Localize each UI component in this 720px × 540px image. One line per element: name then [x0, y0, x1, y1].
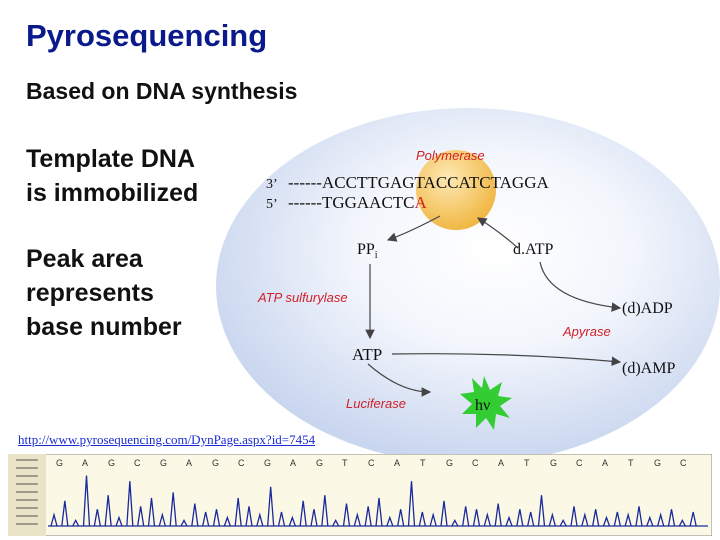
pyrogram-header-label: G — [316, 458, 323, 468]
strand-5-sequence: ------TGGAACTC — [288, 193, 415, 212]
damp-label: (d)AMP — [622, 360, 675, 377]
pyrogram-header-label: A — [290, 458, 296, 468]
pyrogram-header-label: G — [160, 458, 167, 468]
pyrogram-header-label: G — [212, 458, 219, 468]
pyrogram-header-label: G — [264, 458, 271, 468]
pyrogram-header-label: G — [108, 458, 115, 468]
pyrogram-header-label: C — [238, 458, 245, 468]
pyrogram-header-label: T — [628, 458, 634, 468]
pyrogram-header-label: C — [368, 458, 375, 468]
pyrogram-header-label: T — [420, 458, 426, 468]
pyrogram-header-label: C — [576, 458, 583, 468]
dadp-label: (d)ADP — [622, 300, 673, 317]
pyrogram-trace: GAGCGAGCGAGTCATGCATGCATGC — [8, 454, 712, 536]
pyrogram-header-label: A — [82, 458, 88, 468]
pyrogram-header-label: A — [394, 458, 400, 468]
pyrogram-header-label: G — [550, 458, 557, 468]
pyrogram-header-label: A — [186, 458, 192, 468]
pyrogram-header-label: G — [56, 458, 63, 468]
strand-5-prefix: 5’ — [266, 197, 278, 212]
strand-5-added-base: A — [415, 193, 428, 212]
pyrogram-header-label: A — [602, 458, 608, 468]
source-link[interactable]: http://www.pyrosequencing.com/DynPage.as… — [18, 432, 315, 448]
strand-3-prefix: 3’ — [266, 177, 278, 192]
apyrase-label: Apyrase — [562, 324, 611, 339]
pyrogram-header-label: T — [342, 458, 348, 468]
pyrogram-header-label: A — [498, 458, 504, 468]
strand-5-text: ------TGGAACTCA — [288, 193, 428, 212]
strand-3-sequence: ------ACCTTGAGTACCATCTAGGA — [288, 173, 549, 192]
light-label: hν — [475, 397, 490, 414]
polymerase-label: Polymerase — [416, 148, 485, 163]
pyrogram-header-label: C — [134, 458, 141, 468]
pyrogram-header-label: T — [524, 458, 530, 468]
datp-label: d.ATP — [513, 241, 554, 258]
luciferase-label: Luciferase — [346, 396, 406, 411]
pyrogram-header-label: C — [680, 458, 687, 468]
pyrogram-header-label: G — [446, 458, 453, 468]
atp-label: ATP — [352, 345, 382, 364]
atp-sulfurylase-label: ATP sulfurylase — [257, 290, 348, 305]
pyrogram-header-label: G — [654, 458, 661, 468]
pyrogram-header-label: C — [472, 458, 479, 468]
